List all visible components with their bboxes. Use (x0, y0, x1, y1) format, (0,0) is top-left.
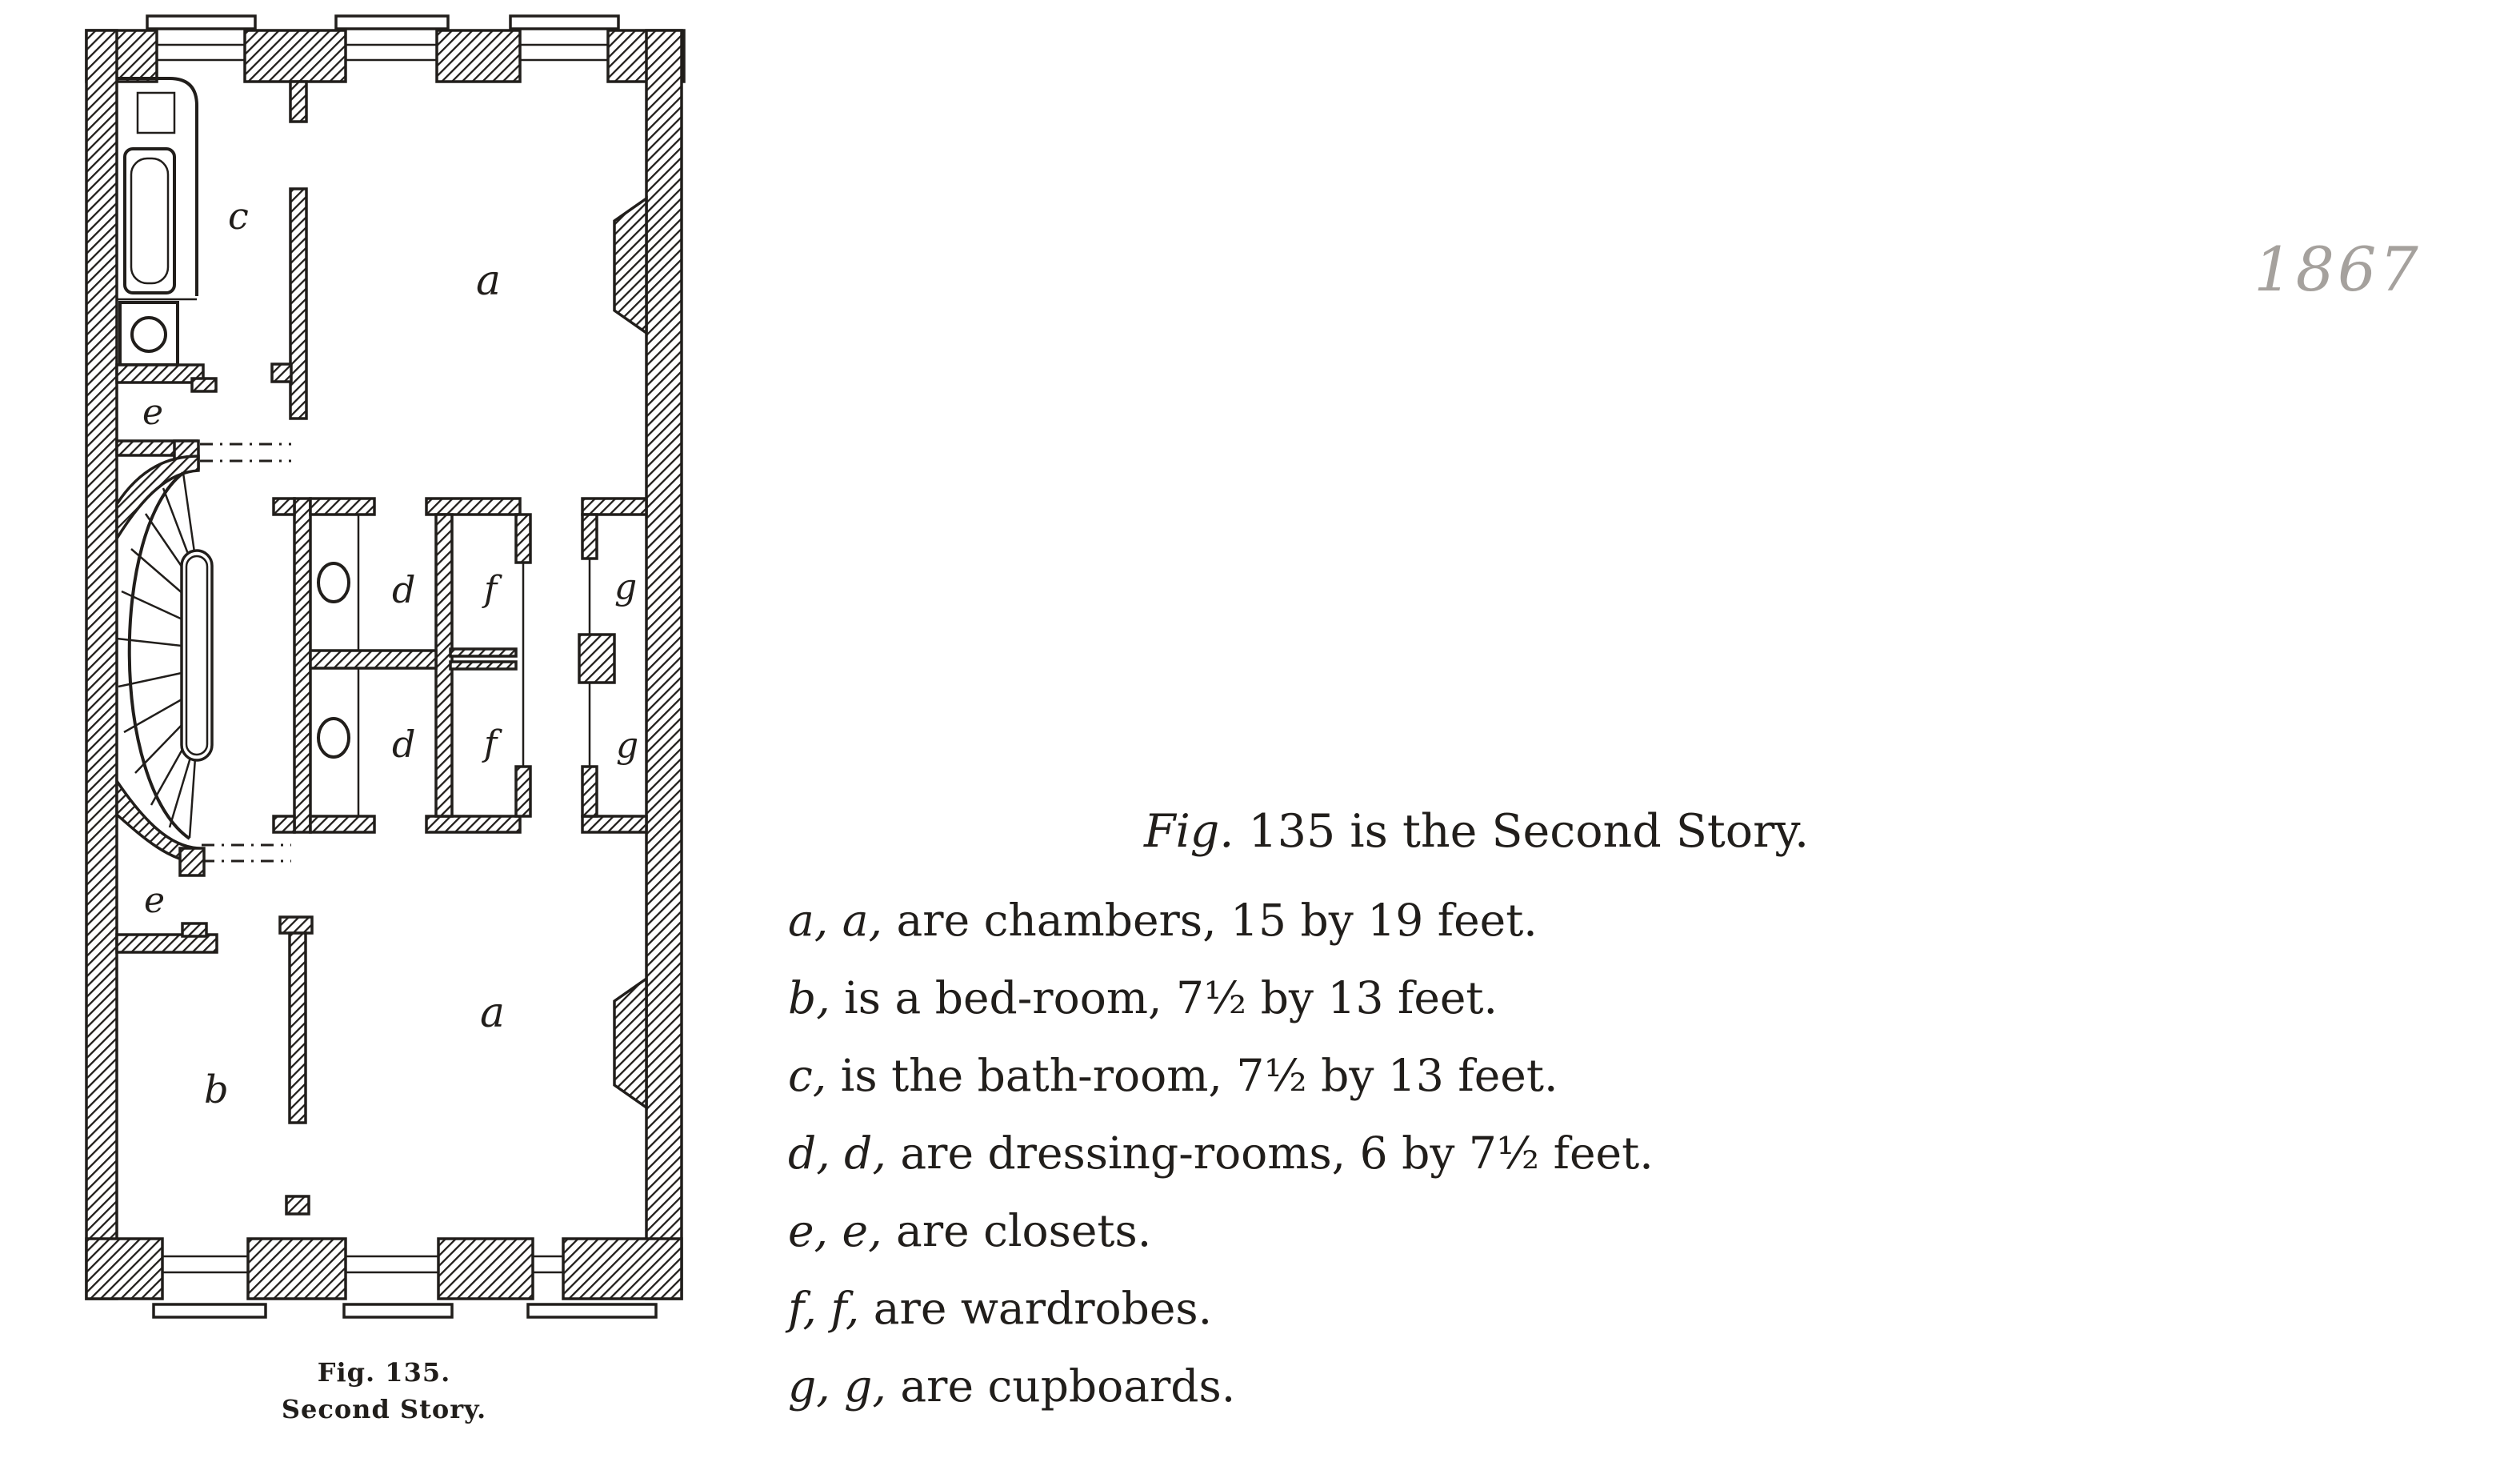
bathtub (123, 147, 176, 294)
room-label-dressing-bottom: d (392, 723, 415, 766)
room-label-bathroom: c (228, 194, 249, 238)
bathtub-inner (130, 157, 170, 285)
bathroom-fixtures (117, 77, 198, 366)
figure-caption-number: Fig. 135. (317, 1357, 451, 1388)
fixture-enclosure (117, 77, 198, 296)
description-title: Fig. 135 is the Second Story. (1144, 802, 1988, 861)
stairwell-edge-top (200, 443, 291, 463)
legend-line-dressing-rooms: d, d, are dressing-rooms, 6 by 7½ feet. (788, 1128, 1654, 1179)
water-closet (118, 301, 179, 366)
description-title-rest: 135 is the Second Story. (1234, 805, 1810, 858)
cistern (136, 91, 176, 134)
figure-caption-title: Second Story. (281, 1394, 487, 1424)
room-label-closet-bottom: e (144, 880, 165, 921)
legend-line-cupboards: g, g, are cupboards. (788, 1360, 1236, 1412)
figure-description: Fig. 135 is the Second Story. a, a, are … (788, 802, 1988, 1425)
stair-rail (180, 549, 214, 762)
stair-treads (116, 472, 197, 839)
legend-line-chambers: a, a, are chambers, 15 by 19 feet. (788, 895, 1538, 946)
legend-line-closets: e, e, are closets. (788, 1205, 1152, 1256)
room-labels: c a e d f g d f g e b a (142, 194, 638, 1112)
legend-line-bedroom: b, is a bed-room, 7½ by 13 feet. (788, 972, 1498, 1023)
room-label-closet-top: e (142, 392, 163, 433)
top-window-sills (146, 14, 620, 30)
staircase (115, 443, 291, 877)
bedroom-block (115, 915, 314, 1216)
dressing-room-block (272, 497, 648, 834)
partition-bath-chamber (270, 80, 308, 420)
room-label-cupboard-top: g (614, 567, 637, 607)
legend-line-bathroom: c, is the bath-room, 7½ by 13 feet. (788, 1050, 1558, 1101)
wall-closet-stair-top (115, 439, 200, 544)
figure-caption: Fig. 135. Second Story. (240, 1354, 528, 1428)
room-label-wardrobe-bottom: f (482, 723, 502, 764)
legend-line-wardrobes: f, f, are wardrobes. (788, 1283, 1213, 1334)
chimney-breast-bottom (613, 975, 648, 1111)
chimney-breast-top (613, 195, 648, 336)
description-title-lead: Fig. (1144, 805, 1234, 858)
bottom-windows (162, 1255, 563, 1274)
wash-basin-top (317, 562, 350, 603)
top-windows (157, 43, 608, 62)
room-label-dressing-top: d (392, 568, 415, 611)
room-label-wardrobe-top: f (482, 569, 502, 610)
year-watermark: 1867 (2254, 234, 2422, 305)
room-label-bedroom: b (204, 1067, 229, 1112)
stairwell-edge-bottom (202, 843, 291, 863)
water-closet-bowl (130, 316, 167, 353)
room-label-chamber-bottom: a (480, 989, 505, 1037)
floor-plan: c a e d f g d f g e b a (85, 14, 686, 1319)
wall-bath-closet (115, 363, 218, 393)
room-label-cupboard-bottom: g (616, 725, 638, 766)
bottom-window-sills (152, 1303, 658, 1319)
room-label-chamber-top: a (476, 257, 501, 305)
outer-walls (85, 14, 686, 1319)
wash-basin-bottom (317, 717, 350, 759)
stair-outer-curve (127, 471, 191, 840)
